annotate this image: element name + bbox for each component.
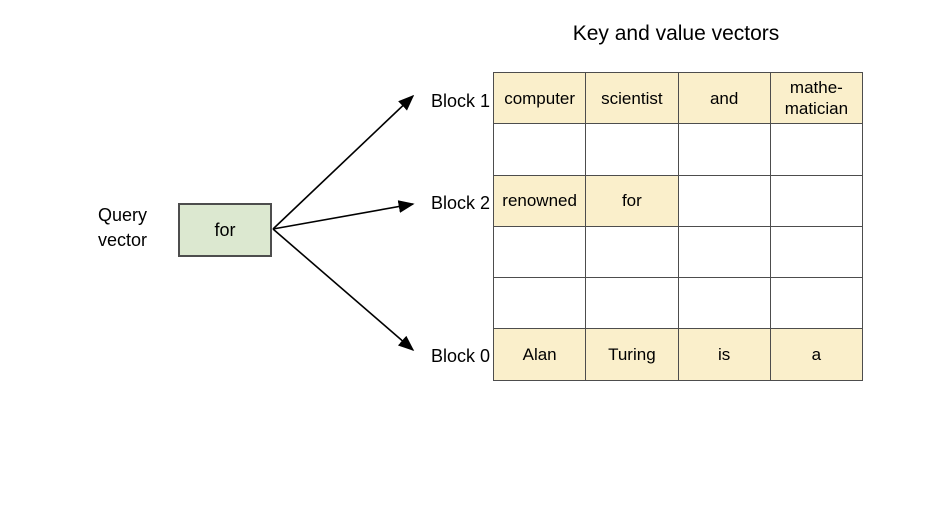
table-cell-empty (769, 174, 864, 227)
query-vector-label-line1: Query (98, 205, 148, 225)
table-row (492, 123, 864, 176)
table-cell-token: is (677, 328, 771, 381)
block-label-2: Block 2 (430, 193, 490, 213)
query-vector-box[interactable]: for (178, 203, 272, 257)
block-label-0: Block 0 (430, 346, 490, 366)
table-cell-empty (769, 123, 864, 176)
table-cell-token: for (585, 174, 679, 227)
query-vector-label: Query vector (98, 203, 174, 253)
arrow-to-block-1 (272, 94, 415, 230)
table-cell-empty (492, 225, 587, 279)
table-cell-empty (677, 277, 771, 330)
table-cell-token: a (769, 328, 864, 381)
table-row (492, 225, 864, 279)
block-label-1: Block 1 (430, 91, 490, 111)
diagram-title: Key and value vectors (572, 22, 780, 45)
table-cell-token: and (677, 71, 771, 125)
table-cell-empty (585, 123, 679, 176)
table-row (492, 277, 864, 330)
table-cell-token: mathe-matician (769, 71, 864, 125)
table-cell-token: scientist (585, 71, 679, 125)
table-cell-token: Alan (492, 328, 587, 381)
table-cell-token: Turing (585, 328, 679, 381)
table-cell-token: computer (492, 71, 587, 125)
table-cell-empty (492, 277, 587, 330)
table-cell-empty (585, 225, 679, 279)
table-cell-empty (492, 123, 587, 176)
table-cell-empty (769, 277, 864, 330)
table-cell-empty (585, 277, 679, 330)
table-cell-empty (677, 123, 771, 176)
arrow-to-block-2 (272, 200, 415, 230)
table-cell-empty (677, 174, 771, 227)
table-cell-empty (769, 225, 864, 279)
arrow-lines (272, 94, 415, 352)
table-cell-token: renowned (492, 174, 587, 227)
query-vector-label-line2: vector (98, 230, 148, 250)
query-token-text: for (214, 219, 236, 240)
table-cell-empty (677, 225, 771, 279)
arrow-to-block-0 (272, 228, 415, 352)
